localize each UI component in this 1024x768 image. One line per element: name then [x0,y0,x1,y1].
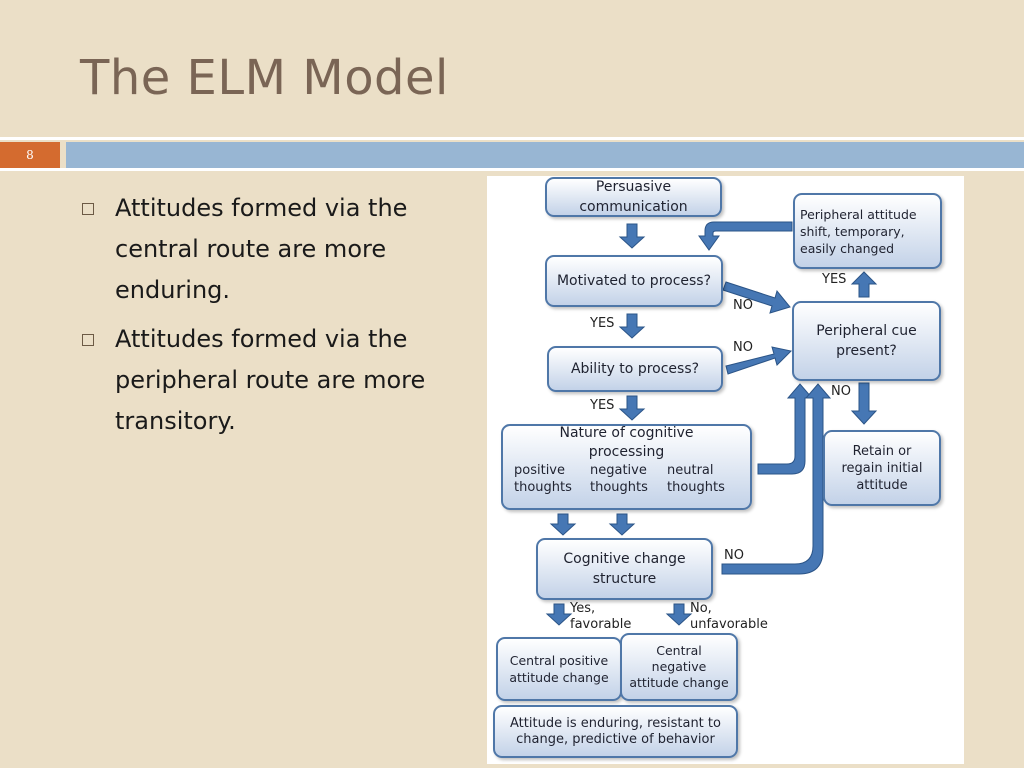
label-no-cue: NO [831,384,851,399]
arrow-curved-icon [721,383,832,575]
arrow-right-icon [722,281,791,314]
node-peripheral-cue-present: Peripheral cue present? [792,301,941,381]
arrow-curved-icon [757,383,814,475]
label-no-cognitive: NO [724,548,744,563]
square-bullet-icon [82,203,94,215]
node-peripheral-attitude-shift: Peripheral attitude shift, temporary, ea… [793,193,942,269]
node-attitude-enduring: Attitude is enduring, resistant to chang… [493,705,738,758]
arrow-down-icon [608,513,636,536]
arrow-down-icon [549,513,577,536]
arrow-right-icon [725,346,793,375]
label-yes-favorable: Yes, favorable [570,601,632,632]
node-central-negative-attitude-change: Central negative attitude change [620,633,738,701]
bullet-item: Attitudes formed via the central route a… [80,188,460,311]
bullet-list: Attitudes formed via the central route a… [80,188,460,450]
label-yes-motivated: YES [590,316,615,331]
arrow-curved-icon [698,221,793,251]
header-accent-bar [66,142,1024,168]
node-nature-of-cognitive-processing: Nature of cognitive processing [501,424,752,510]
negative-thoughts-label: negative thoughts [590,463,648,495]
nature-label: Nature of cognitive processing [559,425,694,460]
square-bullet-icon [82,334,94,346]
label-no-ability: NO [733,340,753,355]
label-no-unfavorable: No, unfavorable [690,601,768,632]
neutral-thoughts-label: neutral thoughts [667,463,725,495]
header-divider-bottom [0,168,1024,171]
label-no-motivated: NO [733,298,753,313]
slide-title: The ELM Model [80,50,449,106]
node-retain-initial-attitude: Retain or regain initial attitude [823,430,941,506]
positive-thoughts-label: positive thoughts [514,463,572,495]
arrow-down-icon [618,395,646,421]
bullet-item: Attitudes formed via the peripheral rout… [80,319,460,442]
node-persuasive-communication: Persuasive communication [545,177,722,217]
bullet-text: Attitudes formed via the peripheral rout… [115,325,426,435]
label-yes-ability: YES [590,398,615,413]
node-cognitive-change-structure: Cognitive change structure [536,538,713,600]
flowchart-arrows [545,221,878,626]
node-motivated-to-process: Motivated to process? [545,255,723,307]
arrow-down-icon [618,223,646,249]
bullet-text: Attitudes formed via the central route a… [115,194,408,304]
elm-flowchart: Persuasive communication Motivated to pr… [487,176,964,764]
arrow-down-icon [665,603,693,626]
arrow-up-icon [850,271,878,298]
node-central-positive-attitude-change: Central positive attitude change [496,637,622,701]
label-yes-cue: YES [822,272,847,287]
header-divider-top [0,137,1024,140]
arrow-down-icon [618,313,646,339]
slide-number: 8 [0,142,60,168]
arrow-down-icon [850,382,878,425]
node-ability-to-process: Ability to process? [547,346,723,392]
arrow-down-icon [545,603,573,626]
